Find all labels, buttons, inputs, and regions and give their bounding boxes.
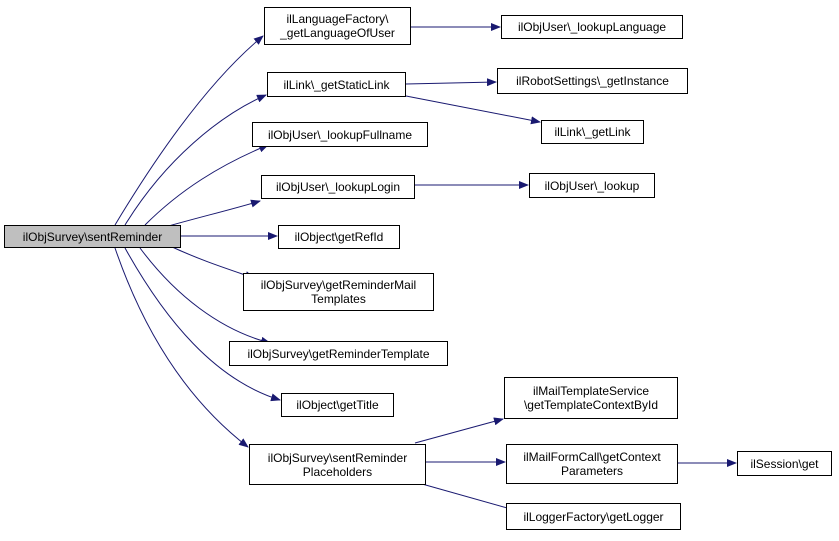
node-root[interactable]: ilObjSurvey\sentReminder — [4, 225, 181, 248]
edge-root-to-reminder-template — [139, 247, 271, 345]
node-mail-template-service[interactable]: ilMailTemplateService \getTemplateContex… — [504, 377, 678, 419]
edge-root-to-lookup-fullname — [144, 144, 269, 226]
edge-root-to-lookup-login — [164, 199, 261, 228]
node-lookup-fullname[interactable]: ilObjUser\_lookupFullname — [252, 122, 428, 147]
node-robot-settings[interactable]: ilRobotSettings\_getInstance — [497, 68, 688, 94]
node-lang-factory[interactable]: ilLanguageFactory\ _getLanguageOfUser — [264, 7, 411, 45]
edge-root-to-lang-factory — [114, 35, 264, 226]
node-lookup-language[interactable]: ilObjUser\_lookupLanguage — [501, 15, 683, 39]
edge-placeholders-to-mail-template-service — [414, 417, 504, 444]
node-get-link[interactable]: ilLink\_getLink — [541, 120, 644, 144]
edge-root-to-reminder-mail-templates — [169, 245, 255, 279]
node-get-title[interactable]: ilObject\getTitle — [281, 393, 394, 417]
edge-static-link-to-robot-settings — [405, 78, 497, 87]
node-reminder-mail-templates[interactable]: ilObjSurvey\getReminderMail Templates — [243, 273, 434, 311]
node-reminder-template[interactable]: ilObjSurvey\getReminderTemplate — [229, 341, 448, 366]
node-lookup-login[interactable]: ilObjUser\_lookupLogin — [261, 175, 415, 199]
node-mail-form-call[interactable]: ilMailFormCall\getContext Parameters — [506, 444, 678, 484]
node-static-link[interactable]: ilLink\_getStaticLink — [267, 72, 406, 97]
node-get-ref-id[interactable]: ilObject\getRefId — [278, 225, 400, 249]
node-lookup[interactable]: ilObjUser\_lookup — [529, 173, 655, 198]
edge-root-to-get-title — [124, 247, 281, 402]
node-logger-factory[interactable]: ilLoggerFactory\getLogger — [506, 503, 681, 530]
edge-root-to-static-link — [124, 94, 267, 226]
edge-root-to-reminder-placeholders — [114, 247, 249, 448]
node-reminder-placeholders[interactable]: ilObjSurvey\sentReminder Placeholders — [249, 444, 426, 485]
node-session-get[interactable]: ilSession\get — [737, 451, 832, 476]
edge-static-link-to-get-link — [405, 95, 541, 125]
